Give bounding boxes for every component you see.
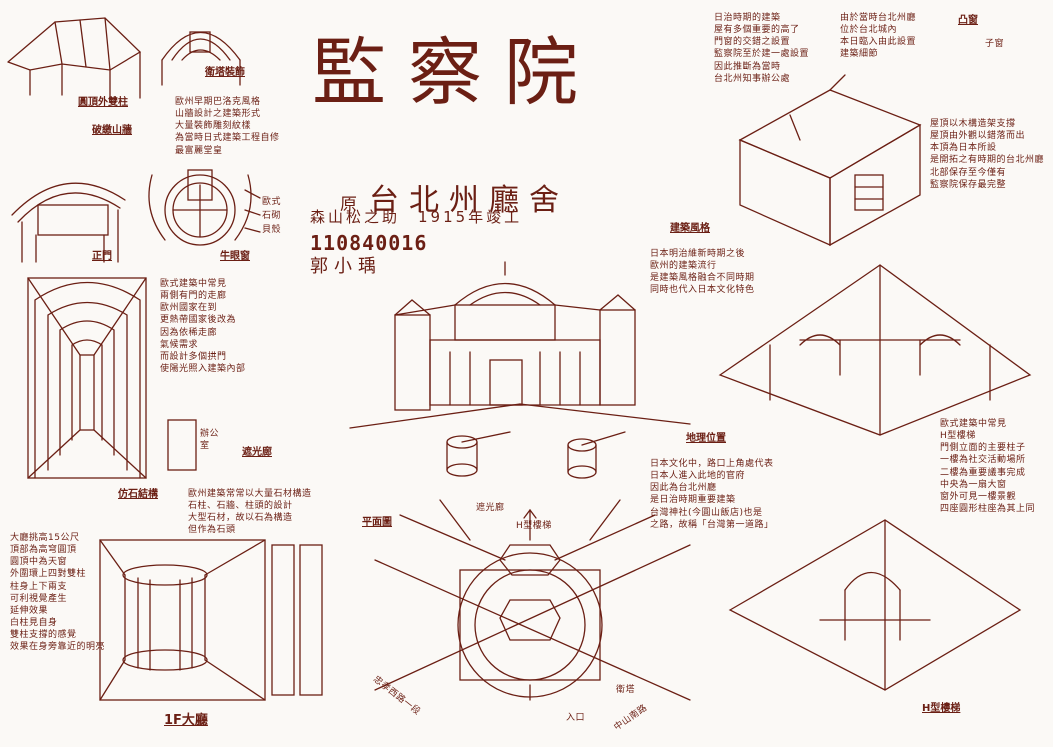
label-hall-1f: 1F大廳	[164, 713, 208, 728]
label-broken-pediment: 破繳山牆	[92, 125, 132, 136]
note-arcade: 歐式建築中常見 兩側有門的走廊 歐州國家在到 更熱帶國家後改為 因為依稀走廊 氣…	[160, 279, 246, 374]
label-plan: 平面圖	[362, 517, 392, 528]
label-h-stairs: H型樓梯	[922, 703, 961, 714]
label-corridor: 遮光廊	[242, 447, 272, 458]
label-plan-h: H型樓梯	[516, 521, 552, 531]
label-round-window: 牛眼窗	[220, 251, 250, 262]
roof-sketch-drawing	[7, 17, 142, 99]
label-stone-structure: 仿石結構	[118, 489, 158, 500]
hall-drawing	[99, 539, 323, 701]
ceiling-arch-drawing	[161, 31, 241, 86]
note-top-right: 由於當時台北州廳 位於台北城內 本日臨入由此設置 建築細節	[840, 13, 917, 60]
label-bay-window-2: 子窗	[985, 39, 1005, 49]
subtitle-text: 台北州廳舍	[369, 182, 569, 218]
poster-subtitle: 原台北州廳舍	[340, 140, 569, 221]
note-hall: 大廳挑高15公尺 頂部為高穹圓頂 圓頂中為天窗 外圍環上四對雙柱 柱身上下兩支 …	[10, 533, 106, 653]
floor-plan-drawing	[374, 499, 691, 701]
student-name: 郭小瑀	[310, 256, 382, 277]
note-history: 日治時期的建築 屋有多個重要的高了 門窗的交錯之設置 監察院至於建一處設置 因此…	[714, 13, 810, 84]
label-plan-gate: 入口	[566, 713, 586, 723]
note-style: 日本明治維新時期之後 歐州的建築流行 是建築風格融合不同時期 同時也代入日本文化…	[650, 249, 755, 296]
interior-drawing-1	[718, 264, 1032, 436]
corridor-drawing	[27, 277, 197, 479]
label-window-stone: 石砌	[262, 211, 282, 221]
note-stone: 歐州建築常常以大量石材構造 石柱、石牆、柱頭的設計 大型石材，故以石為構造 但作…	[188, 489, 312, 536]
note-location: 日本文化中，路口上角處代表 日本人進入此地的官府 因此為台北州廳 是日治時期重要…	[650, 459, 774, 530]
label-location: 地理位置	[686, 433, 726, 444]
label-office-door: 辦公室	[200, 429, 220, 452]
student-id: 110840016	[310, 231, 428, 255]
architect-line: 森山松之助 1915年竣工	[310, 208, 523, 226]
cylinder-drawings	[446, 431, 626, 479]
poster-title: 監察院	[312, 30, 600, 116]
label-arch-style: 建築風格	[670, 223, 710, 234]
label-plan-corridor: 遮光廊	[476, 503, 505, 513]
label-bay-window: 凸窗	[958, 15, 978, 26]
label-plan-tower: 衛塔	[616, 685, 636, 695]
interior-drawing-2	[728, 519, 1022, 691]
label-main-gate: 正門	[92, 251, 112, 262]
label-ceiling-detail: 衛塔裝飾	[205, 67, 245, 78]
note-bay: 歐式建築中常見 H型樓梯 門側立面的主要柱子 一樓為社交活動場所 二樓為重要議事…	[940, 419, 1036, 514]
label-window-shell: 貝殼	[262, 225, 282, 235]
note-gable: 歐州早期巴洛克風格 山牆設計之建築形式 大量裝飾雕刻紋樣 為當時日式建築工程自修…	[175, 97, 280, 156]
round-window-drawing	[148, 169, 261, 246]
label-arcade-roof: 圓頂外雙柱	[78, 97, 128, 108]
note-roof: 屋頂以木構造架支撐 屋頂由外觀以錯落而出 本頂為日本所設 是開拓之有時期的台北州…	[930, 119, 1045, 190]
roof-box-drawing	[738, 74, 922, 247]
gate-drawing	[11, 182, 126, 263]
label-window-note: 歐式	[262, 197, 282, 207]
subtitle-prefix: 原	[340, 194, 361, 215]
building-drawing	[349, 261, 691, 429]
